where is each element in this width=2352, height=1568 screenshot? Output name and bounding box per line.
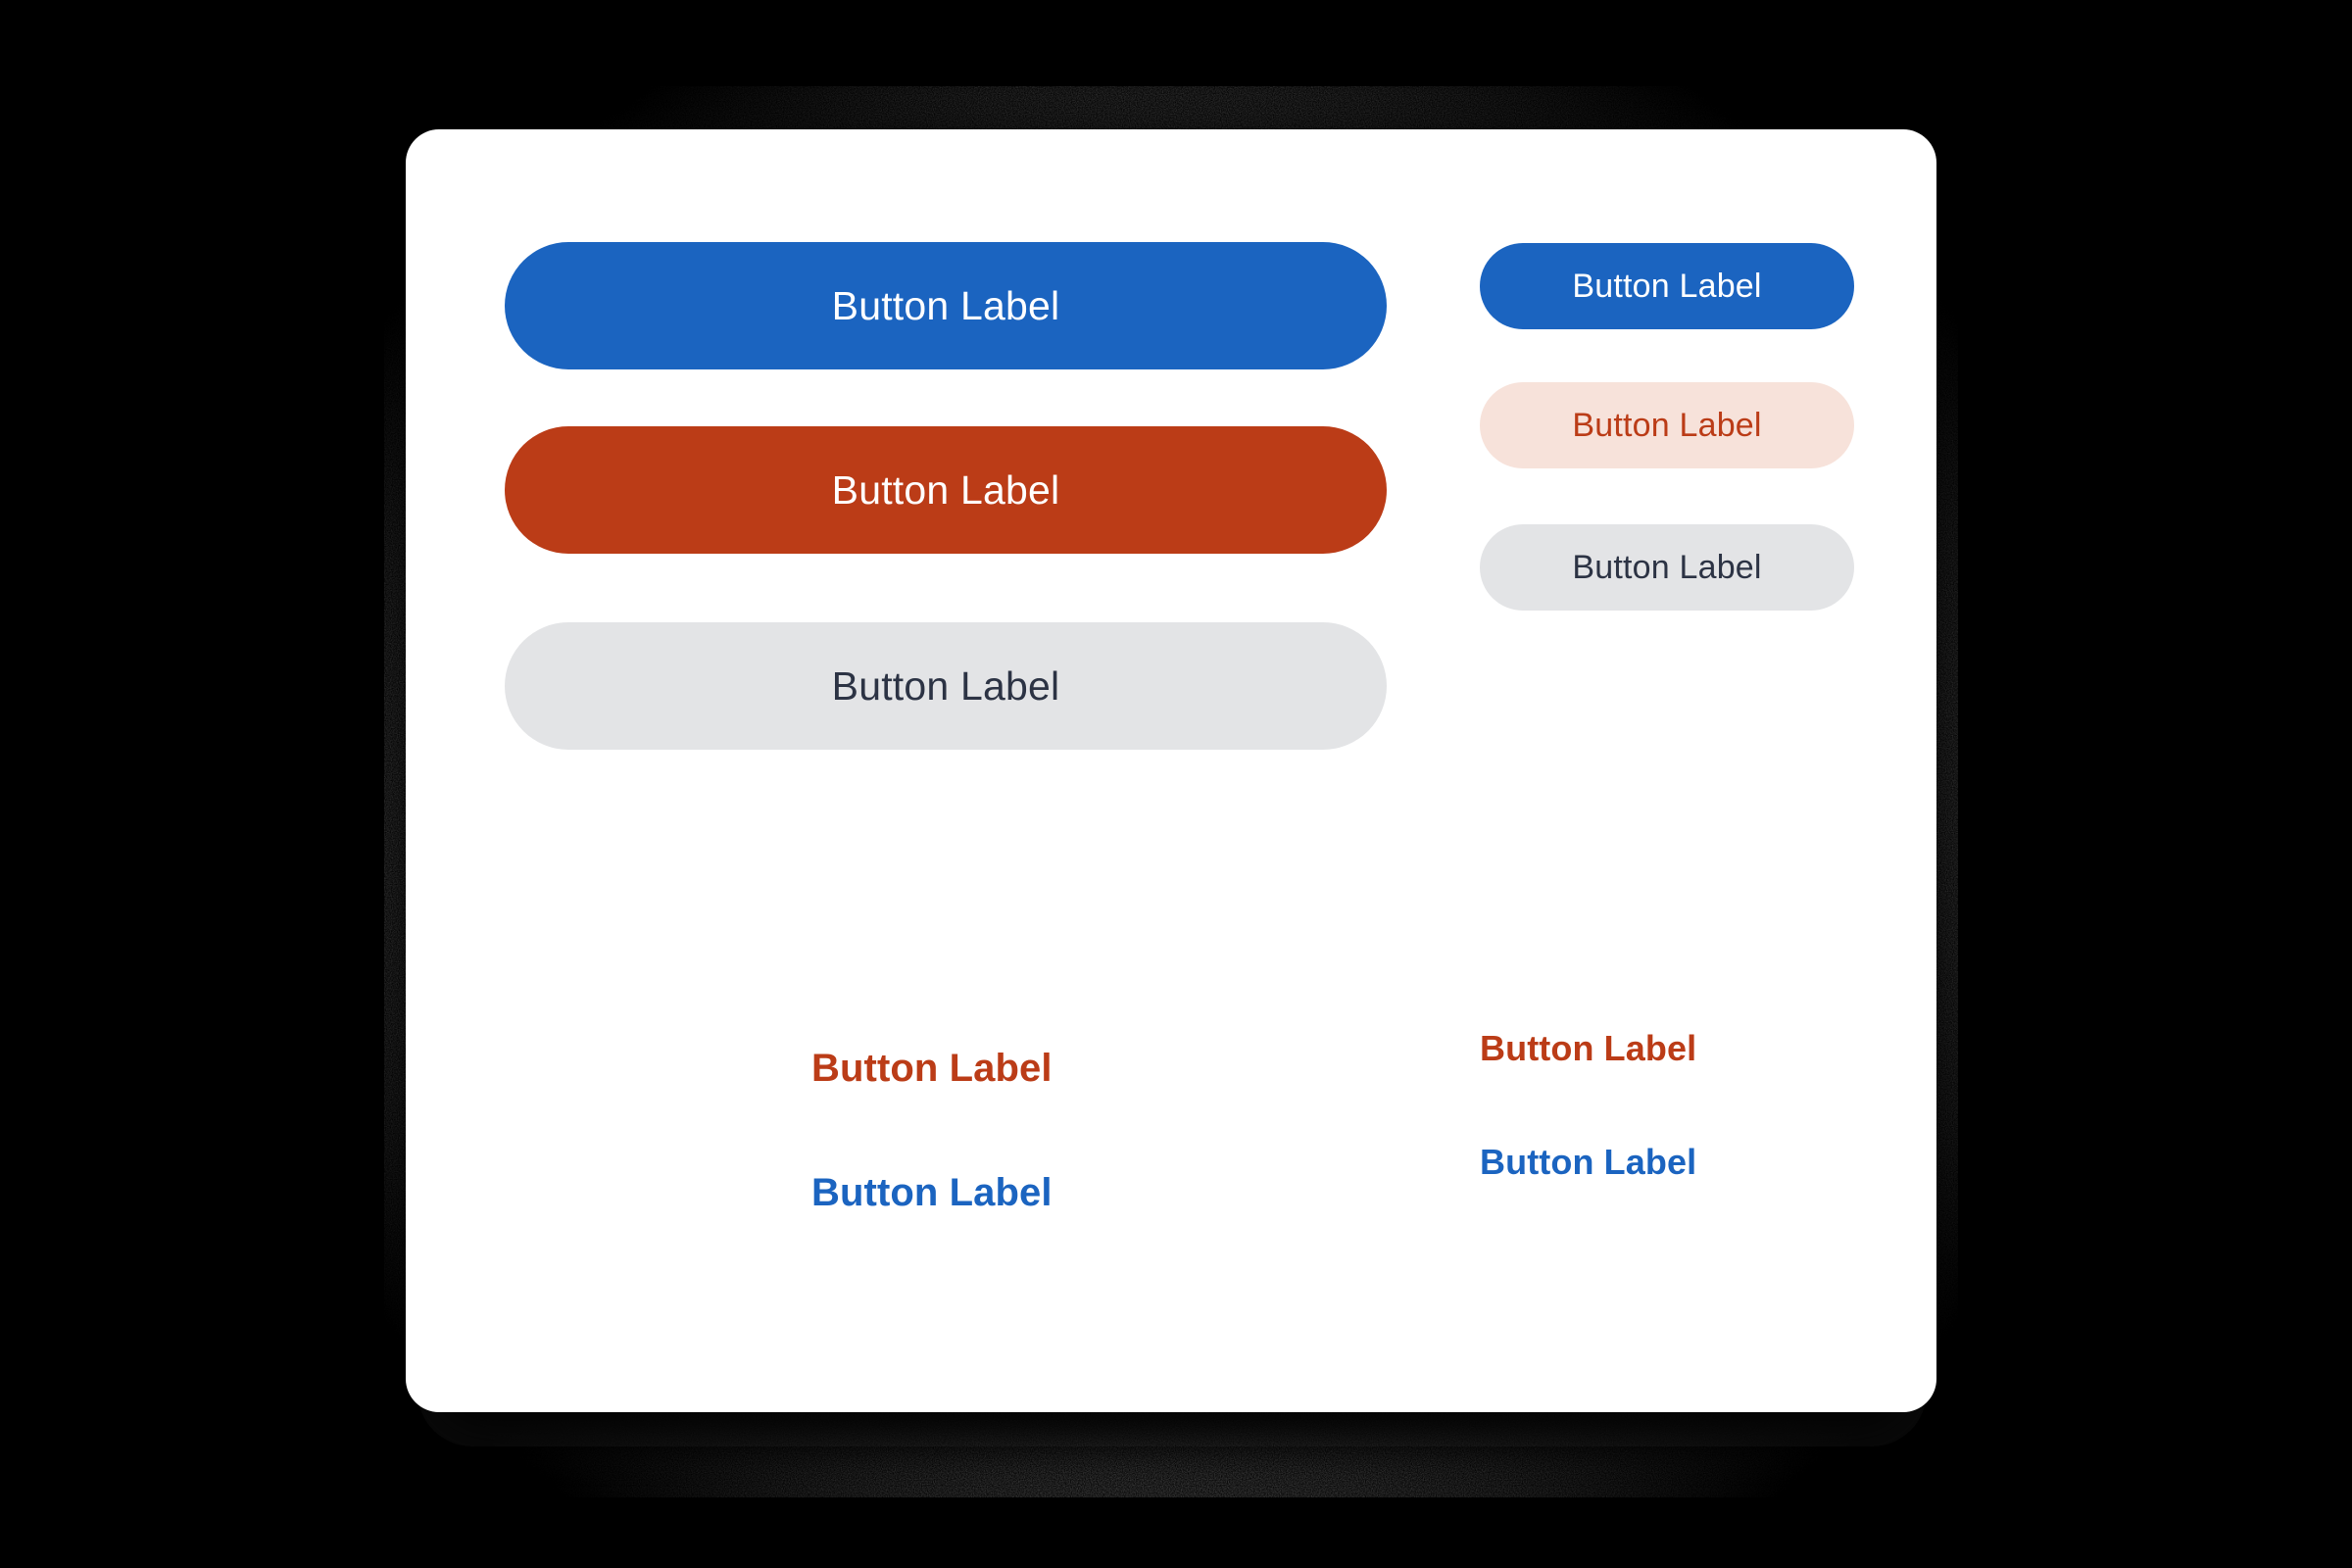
button-showcase-card: Button Label Button Label Button Label B… — [406, 129, 1936, 1412]
small-primary-button[interactable]: Button Label — [1480, 243, 1854, 329]
large-danger-button[interactable]: Button Label — [505, 426, 1387, 554]
large-neutral-button[interactable]: Button Label — [505, 622, 1387, 750]
text-danger-button-right[interactable]: Button Label — [1480, 1028, 1697, 1068]
text-primary-button-right[interactable]: Button Label — [1480, 1142, 1697, 1182]
text-danger-button-left[interactable]: Button Label — [811, 1047, 1053, 1090]
small-neutral-button[interactable]: Button Label — [1480, 524, 1854, 611]
text-primary-button-left[interactable]: Button Label — [811, 1171, 1053, 1214]
large-primary-button[interactable]: Button Label — [505, 242, 1387, 369]
small-danger-soft-button[interactable]: Button Label — [1480, 382, 1854, 468]
